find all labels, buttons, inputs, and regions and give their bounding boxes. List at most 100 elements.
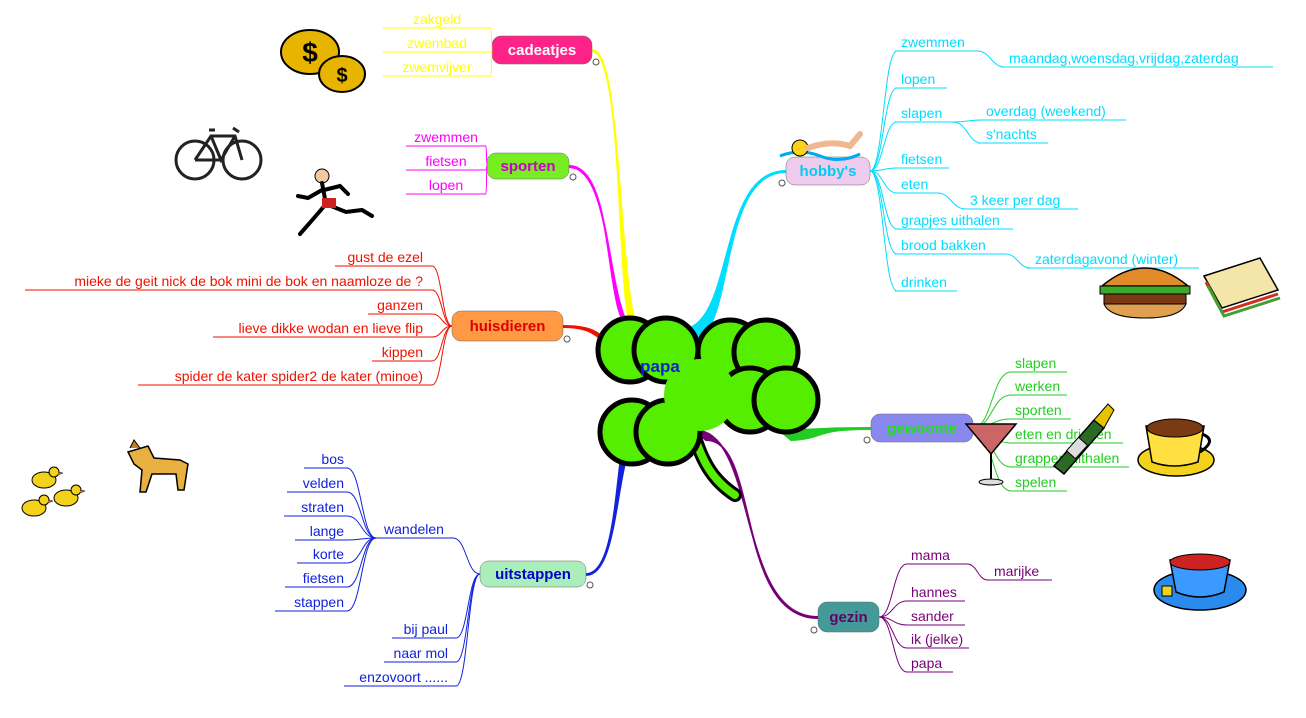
branch-gezin: gezin mama marijke hannes sander ik (jelke) pa… (810, 547, 1052, 673)
leaf-drinken[interactable]: drinken (895, 274, 957, 292)
node-label: sporten (500, 158, 555, 175)
leaf-brood-bakken[interactable]: brood bakken (895, 237, 1005, 255)
swimmer-icon (779, 131, 863, 161)
leaf-lopen[interactable]: lopen (406, 177, 486, 195)
leaf-sander[interactable]: sander (907, 608, 965, 626)
leaf-lange[interactable]: lange (295, 523, 347, 541)
leaf-label: slapen (1015, 355, 1056, 371)
leaf-slapen[interactable]: slapen (1011, 355, 1067, 373)
leaf-hannes[interactable]: hannes (907, 584, 965, 602)
leaf-label: fietsen (425, 153, 466, 169)
leaf-naar-mol[interactable]: naar mol (384, 645, 456, 663)
leaf-label: 3 keer per dag (970, 192, 1060, 208)
node-sporten[interactable]: sporten (486, 152, 577, 181)
center-label: papa (640, 357, 680, 376)
node-hobby-s[interactable]: hobby's (778, 156, 871, 187)
leaf-label: stappen (294, 594, 344, 610)
leaf-bij-paul[interactable]: bij paul (392, 621, 456, 639)
branch-huisdieren: huisdieren gust de ezel mieke de geit nick… (25, 249, 571, 386)
leaf-label: ganzen (377, 297, 423, 313)
leaf-fietsen[interactable]: fietsen (285, 570, 347, 588)
leaf-label: zwemvijver (402, 59, 472, 75)
leaf-grapjes-uithalen[interactable]: grapjes uithalen (895, 212, 1013, 230)
leaf-enzovoort[interactable]: enzovoort ...... (344, 669, 456, 687)
leaf-zwembad[interactable]: zwembad (383, 35, 491, 53)
leaf-velden[interactable]: velden (287, 475, 347, 493)
node-gezin[interactable]: gezin (810, 601, 880, 634)
node-gewoonte[interactable]: gewoonte (863, 413, 974, 444)
coffee-cup-icon (1137, 418, 1215, 477)
leaf-label: marijke (994, 563, 1039, 579)
leaf-label: zwemmen (414, 129, 478, 145)
leaf-label: lieve dikke wodan en lieve flip (239, 320, 424, 336)
leaf-ik-jelke[interactable]: ik (jelke) (907, 631, 969, 649)
leaf-ganzen[interactable]: ganzen (368, 297, 432, 315)
leaf-gust-de-ezel[interactable]: gust de ezel (335, 249, 432, 267)
branches: cadeatjes zakgeld zwembad zwemvijver sporten… (25, 11, 1273, 687)
dog-icon (126, 439, 189, 493)
node-label: cadeatjes (508, 42, 576, 59)
leaf-label: straten (301, 499, 344, 515)
leaf-label: lange (310, 523, 344, 539)
leaf-fietsen[interactable]: fietsen (406, 153, 486, 171)
leaf-wandelen[interactable]: wandelen (376, 521, 453, 539)
leaf-zwemvijver[interactable]: zwemvijver (383, 59, 491, 77)
node-label: uitstappen (495, 566, 571, 583)
leaf-label: korte (313, 546, 344, 562)
leaf-zaterdagavond-winter[interactable]: zaterdagavond (winter) (1027, 251, 1199, 269)
leaf-eten-en-drinken[interactable]: eten en drinken (1011, 426, 1123, 444)
leaf-bos[interactable]: bos (304, 451, 347, 469)
leaf-papa[interactable]: papa (907, 655, 953, 673)
leaf-lieve-dikke-wodan-en-lieve-flip[interactable]: lieve dikke wodan en lieve flip (213, 320, 432, 338)
leaf-lopen[interactable]: lopen (895, 71, 947, 89)
center-node[interactable]: papa (595, 315, 821, 502)
leaf-label: sporten (1015, 402, 1062, 418)
leaf-werken[interactable]: werken (1011, 378, 1067, 396)
leaf-slapen[interactable]: slapen (895, 105, 953, 123)
node-huisdieren[interactable]: huisdieren (451, 310, 571, 343)
leaf-label: eten (901, 176, 928, 192)
leaf-eten[interactable]: eten (895, 176, 937, 194)
leaf-label: zaterdagavond (winter) (1035, 251, 1178, 267)
leaf-label: sander (911, 608, 954, 624)
node-uitstappen[interactable]: uitstappen (479, 560, 594, 589)
leaf-marijke[interactable]: marijke (986, 563, 1052, 581)
leaf-label: hannes (911, 584, 957, 600)
leaf-maandag-woensdag-vrijdag-zaterdag[interactable]: maandag,woensdag,vrijdag,zaterdag (1001, 50, 1273, 68)
leaf-label: s'nachts (986, 126, 1037, 142)
chickens-icon (21, 466, 86, 517)
leaf-3-keer-per-dag[interactable]: 3 keer per dag (962, 192, 1078, 210)
leaf-kippen[interactable]: kippen (372, 344, 432, 362)
leaf-s-nachts[interactable]: s'nachts (978, 126, 1048, 144)
leaf-zwemmen[interactable]: zwemmen (406, 129, 486, 147)
leaf-label: overdag (weekend) (986, 103, 1106, 119)
leaf-label: ik (jelke) (911, 631, 963, 647)
node-cadeatjes[interactable]: cadeatjes (491, 35, 600, 66)
branch-hobby-s: hobby's zwemmen maandag,woensdag,vrijdag,z… (778, 34, 1273, 292)
leaf-label: lopen (429, 177, 463, 193)
node-label: gezin (829, 609, 867, 626)
leaf-spelen[interactable]: spelen (1011, 474, 1067, 492)
connector-gezin (691, 428, 819, 620)
leaf-stappen[interactable]: stappen (275, 594, 347, 612)
leaf-label: mieke de geit nick de bok mini de bok en… (74, 273, 423, 289)
leaf-mama[interactable]: mama (907, 547, 967, 565)
leaf-label: zwemmen (901, 34, 965, 50)
clover-shape (595, 315, 821, 502)
leaf-mieke-de-geit-nick-de-bok-mini-de-bok-en-naamloze-de[interactable]: mieke de geit nick de bok mini de bok en… (25, 273, 432, 291)
branch-uitstappen: uitstappen wandelen bos velden straten lange k… (275, 451, 594, 687)
leaf-sporten[interactable]: sporten (1011, 402, 1071, 420)
leaf-korte[interactable]: korte (297, 546, 347, 564)
leaf-label: slapen (901, 105, 942, 121)
leaf-overdag-weekend[interactable]: overdag (weekend) (978, 103, 1126, 121)
node-label: gewoonte (887, 420, 957, 437)
martini-glass-icon (964, 423, 1018, 486)
leaf-zakgeld[interactable]: zakgeld (383, 11, 491, 29)
leaf-straten[interactable]: straten (284, 499, 347, 517)
gold-coins-icon: $$ (280, 29, 366, 93)
leaf-zwemmen[interactable]: zwemmen (895, 34, 977, 52)
leaf-label: brood bakken (901, 237, 986, 253)
leaf-fietsen[interactable]: fietsen (895, 151, 949, 169)
leaf-spider-de-kater-spider2-de-kater-minoe[interactable]: spider de kater spider2 de kater (minoe) (138, 368, 432, 386)
